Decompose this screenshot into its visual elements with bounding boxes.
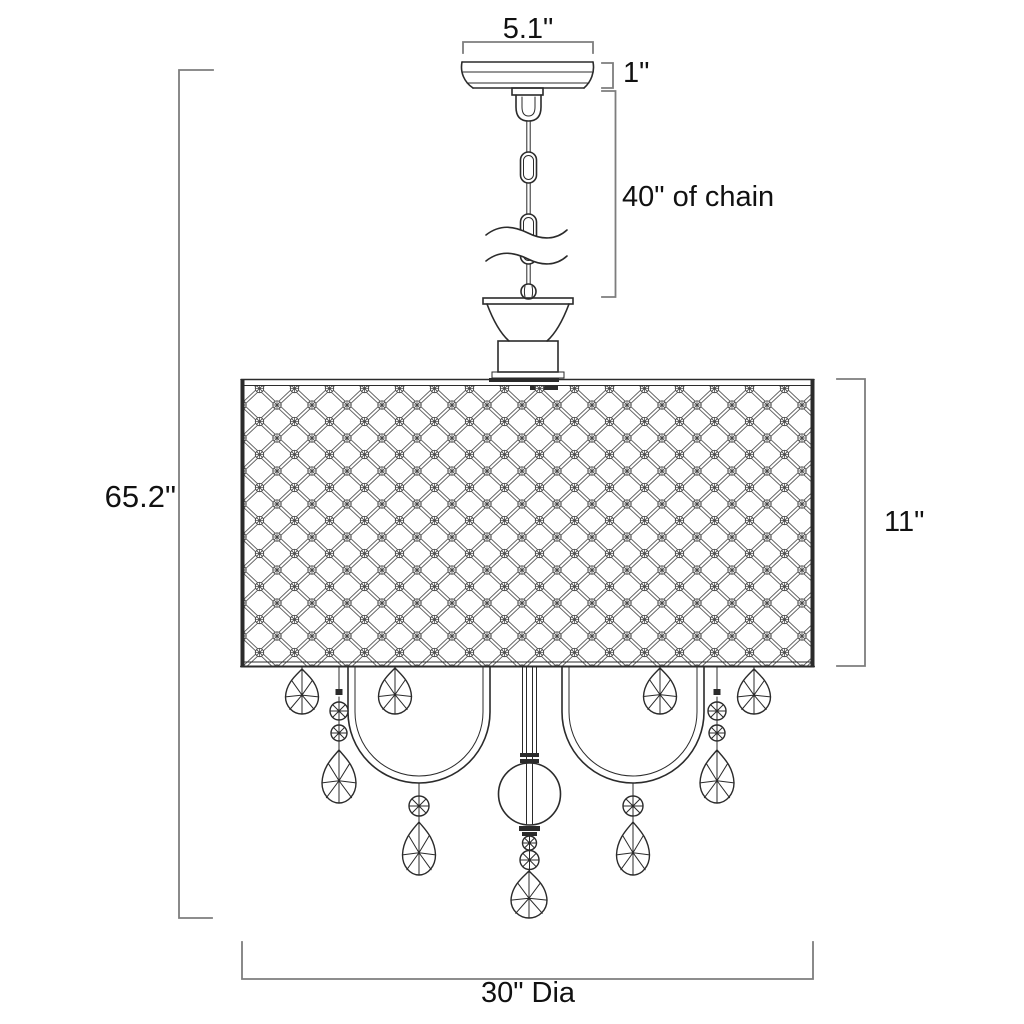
rosette-facets: [707, 701, 727, 721]
rosette-facets: [329, 701, 349, 721]
glass-ball: [497, 762, 562, 826]
dim-bracket-chain-length: [601, 90, 617, 298]
hang-loop-outer: [515, 94, 542, 122]
dim-bracket-overall-height: [178, 69, 214, 919]
hanging-chain: [485, 120, 568, 300]
canopy-stem: [511, 87, 544, 96]
right-arm-outer: [561, 666, 705, 784]
dim-label-overall-height: 65.2": [105, 479, 176, 514]
dim-bracket-canopy-height: [601, 62, 614, 89]
chain-break-squiggle-top: [485, 226, 568, 239]
holder-cylinder: [497, 340, 559, 373]
dim-label-shade-diameter: 30" Dia: [481, 977, 576, 1009]
chain-link-oval-1-inner: [523, 155, 534, 180]
rosette-facets: [519, 850, 540, 870]
chain-link-bar-1: [526, 120, 531, 153]
teardrop-facets: [285, 668, 319, 715]
dimension-annotations: 5.1" 1" 40" of chain 65.2" 11" 30" Dia: [105, 13, 925, 1009]
ceiling-canopy: [460, 61, 595, 122]
column-outer-lines: [522, 665, 537, 754]
teardrop-facets: [616, 821, 650, 876]
chain-link-bar-3: [526, 263, 531, 285]
dim-label-canopy-height: 1": [623, 57, 649, 89]
column-collar-bottom-2: [522, 832, 537, 836]
chain-end-ball: [520, 283, 537, 300]
rosette-center: [417, 804, 421, 808]
rosette-center: [337, 731, 341, 735]
teardrop-facets: [378, 667, 412, 715]
teardrop-facets: [737, 668, 771, 715]
holder-flange: [491, 371, 565, 379]
column-collar-bottom-1: [519, 826, 540, 831]
teardrop-facets: [699, 749, 735, 804]
dim-label-canopy-width: 5.1": [503, 13, 554, 45]
column-collar-top-2: [520, 759, 539, 763]
rosette-facets: [330, 724, 348, 742]
chain-end-ball-flutes: [523, 285, 534, 298]
holder-plate: [482, 297, 574, 305]
center-column: [497, 665, 562, 836]
hang-loop-inner: [521, 96, 536, 117]
chain-break-mask: [486, 227, 567, 264]
teardrop-facets: [643, 667, 677, 715]
holder-funnel: [486, 303, 570, 342]
rosette-center: [527, 841, 532, 845]
canopy-sides: [460, 61, 595, 89]
rosette-center: [715, 709, 719, 713]
canopy-ridge-lines: [462, 71, 593, 84]
dim-bracket-canopy-width: [462, 41, 594, 54]
rosette-center: [631, 804, 635, 808]
rosette-center: [715, 731, 719, 735]
chain-connector: [335, 689, 343, 695]
chain-link-oval-1: [519, 151, 538, 184]
rosette-facets: [622, 795, 644, 817]
dim-label-shade-height: 11": [884, 506, 924, 538]
dim-label-chain-length: 40" of chain: [622, 181, 774, 213]
rosette-facets: [408, 795, 430, 817]
crystal-ornaments: [284, 665, 772, 919]
column-collar-top-1: [520, 753, 539, 757]
chain-connector: [713, 689, 721, 695]
lattice-panel: [244, 385, 811, 666]
left-arm-inner: [354, 666, 484, 777]
dim-bracket-shade-height: [836, 378, 866, 667]
column-inner-rod: [526, 665, 533, 825]
drum-shade: [240, 378, 815, 668]
left-arm-outer: [347, 666, 491, 784]
teardrop-facets: [402, 821, 436, 876]
teardrop-facets: [321, 749, 357, 804]
rosette-center: [527, 858, 532, 862]
dim-bracket-shade-diameter: [241, 941, 814, 980]
shade-holder-assembly: [482, 297, 574, 390]
rosette-facets: [522, 835, 537, 851]
rosette-facets: [708, 724, 726, 742]
right-arm-inner: [568, 666, 698, 777]
teardrop-facets: [510, 870, 548, 919]
rosette-center: [337, 709, 341, 713]
chain-link-bar-2: [526, 182, 531, 215]
chain-break-squiggle-bottom: [485, 252, 568, 265]
